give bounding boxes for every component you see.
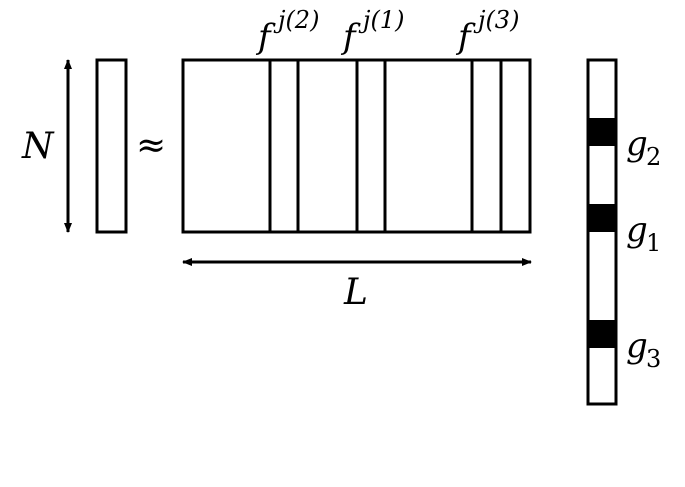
approx-symbol: ≈ — [136, 125, 166, 166]
l-dimension-label: L — [343, 272, 368, 313]
svg-text:j(2): j(2) — [273, 6, 319, 34]
left-vector — [95, 58, 128, 234]
svg-text:g: g — [626, 210, 648, 250]
column-label-f-j1: f j(1) — [340, 6, 404, 57]
band-label-g1: g 1 — [626, 210, 661, 257]
svg-text:g: g — [626, 124, 648, 164]
svg-text:g: g — [626, 326, 648, 366]
band-g2 — [588, 118, 616, 146]
matrix-column-2 — [355, 60, 387, 232]
svg-text:j(3): j(3) — [473, 6, 519, 34]
column-label-f-j2: f j(2) — [255, 6, 319, 57]
matrix-column-1 — [268, 60, 300, 232]
svg-text:j(1): j(1) — [358, 6, 404, 34]
column-label-f-j3: f j(3) — [455, 6, 519, 57]
svg-text:f: f — [455, 17, 476, 57]
band-g3 — [588, 320, 616, 348]
band-label-g3: g 3 — [626, 326, 661, 373]
svg-text:2: 2 — [646, 143, 661, 171]
matrix-column-3 — [470, 60, 503, 232]
svg-text:3: 3 — [646, 345, 661, 373]
n-dimension-label: N — [21, 126, 55, 167]
svg-text:1: 1 — [646, 229, 661, 257]
band-g1 — [588, 204, 616, 232]
svg-text:f: f — [340, 17, 361, 57]
dictionary-matrix — [181, 58, 532, 234]
sparse-coefficient-vector — [586, 58, 618, 406]
svg-text:f: f — [255, 17, 276, 57]
band-label-g2: g 2 — [626, 124, 661, 171]
